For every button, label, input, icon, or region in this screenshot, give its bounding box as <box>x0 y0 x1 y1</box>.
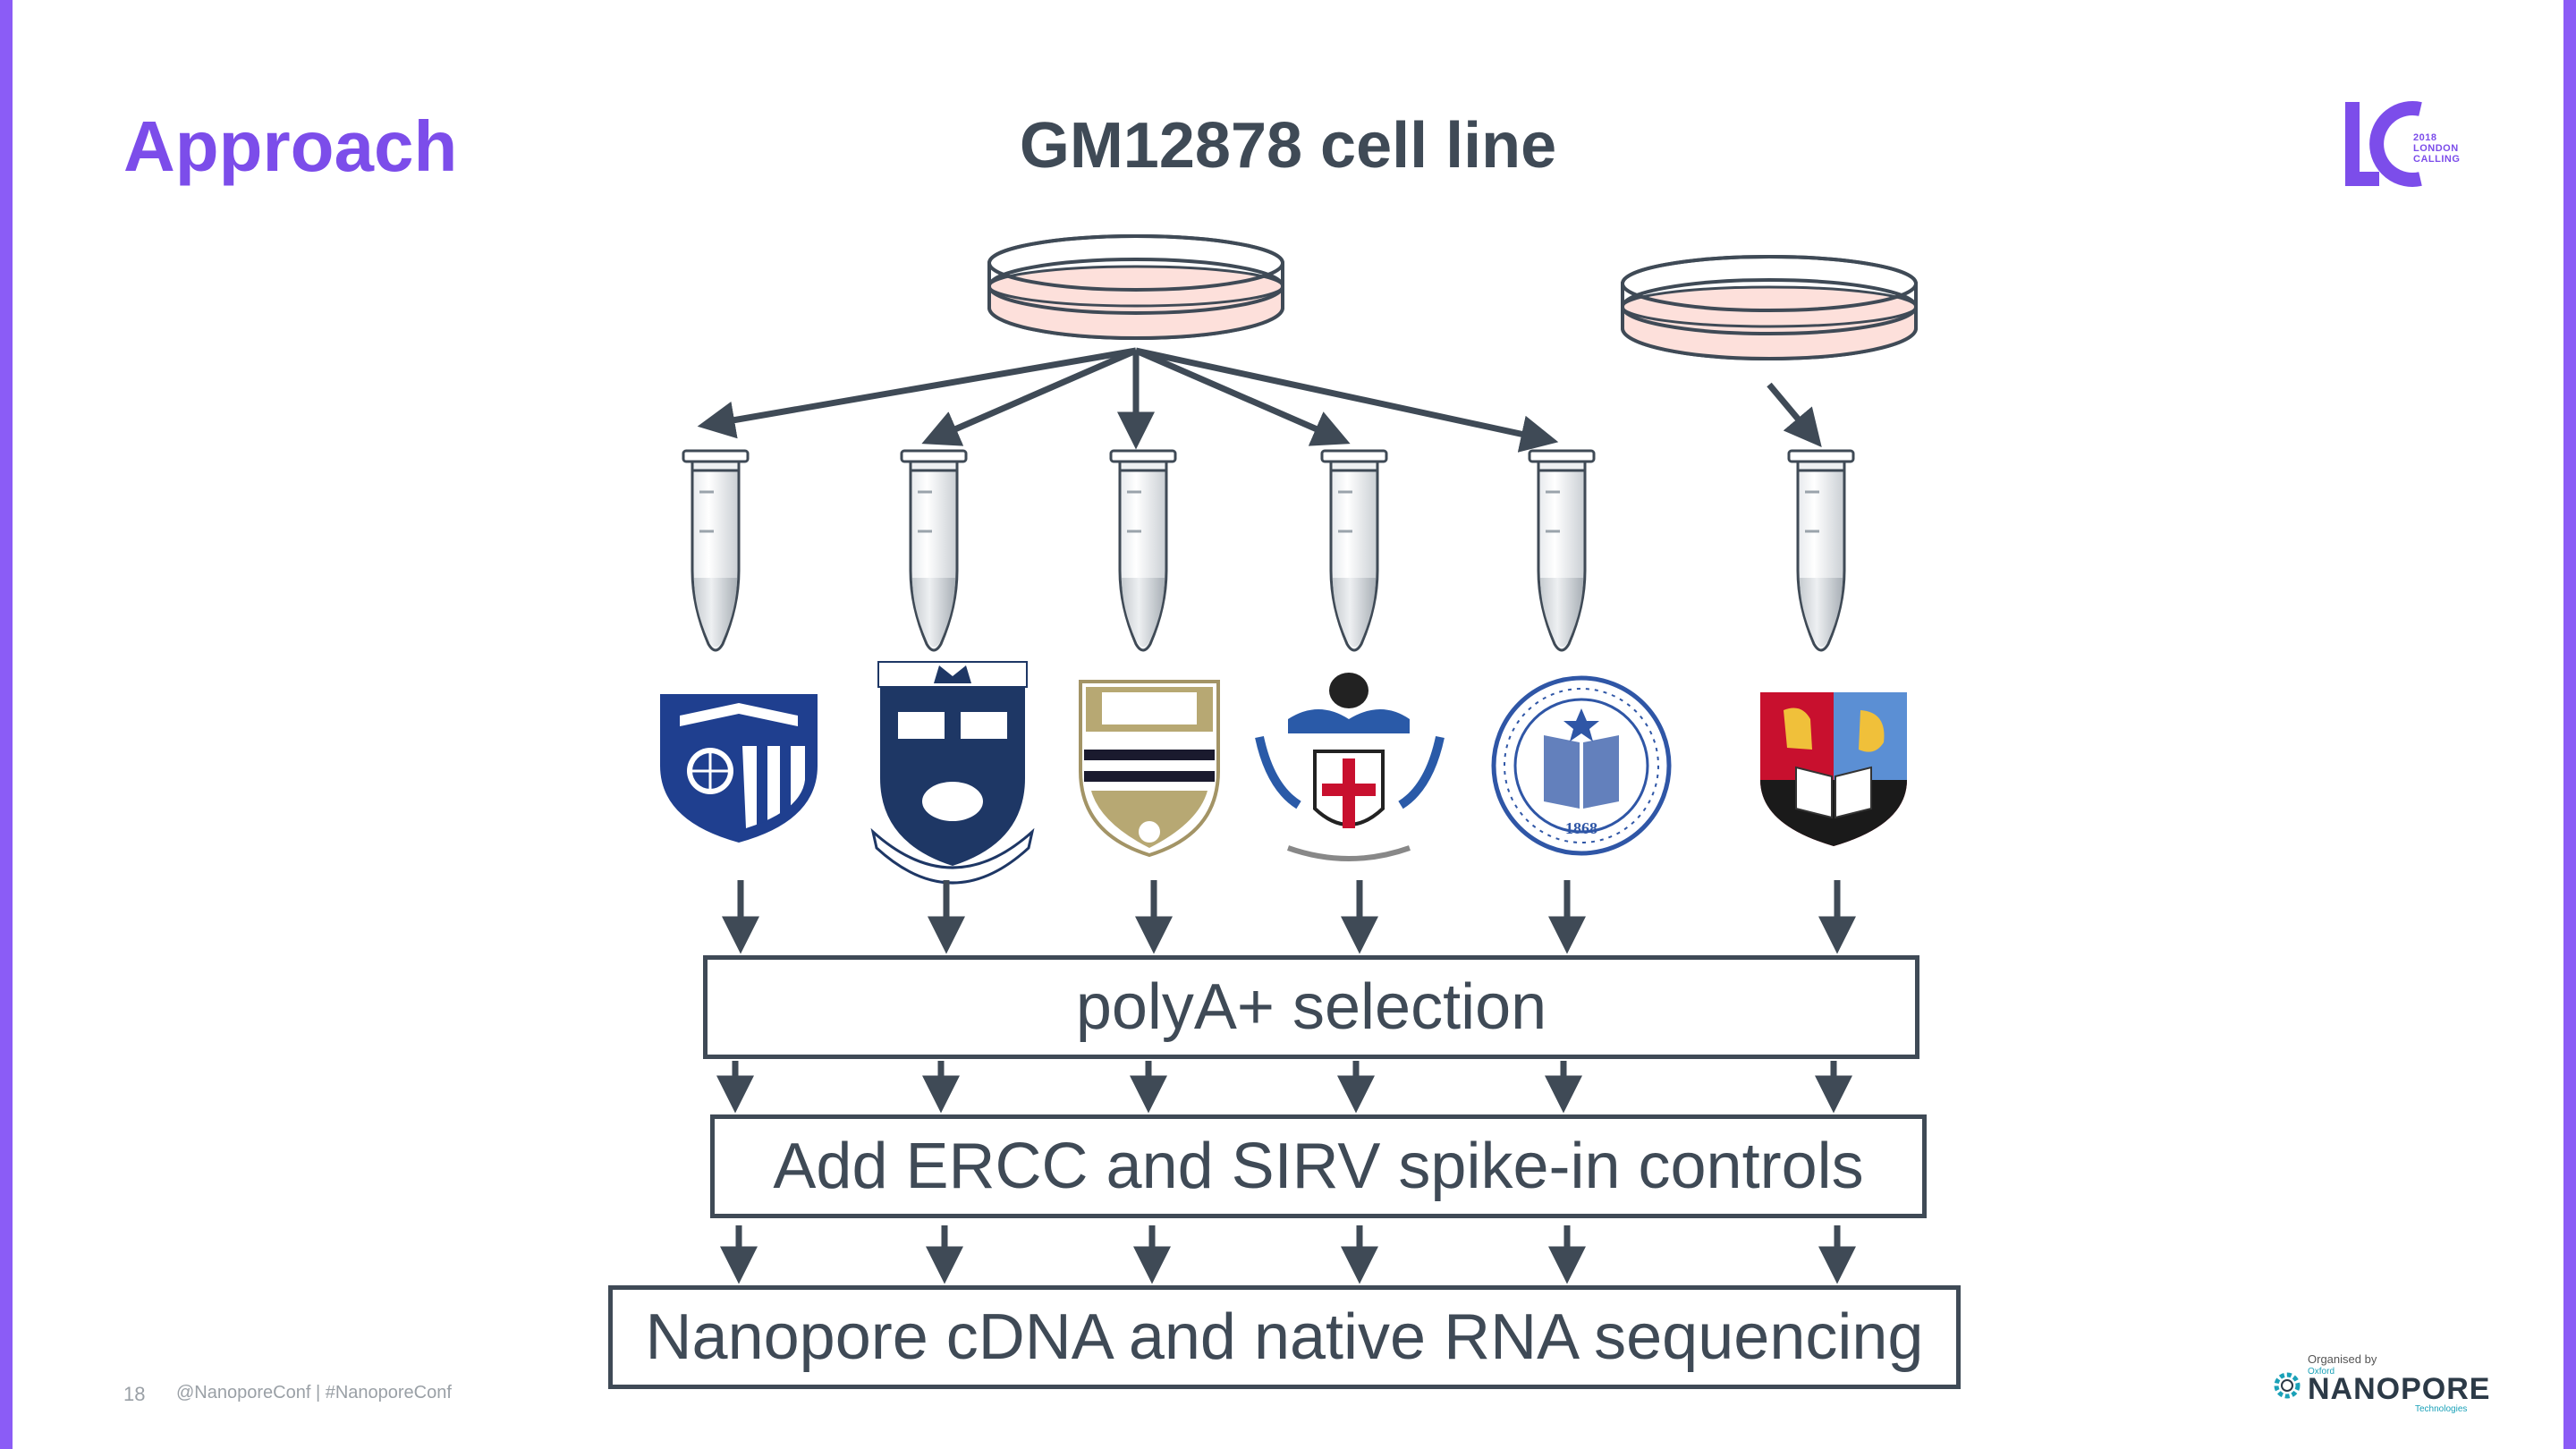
nanopore-gear-icon <box>2274 1372 2301 1399</box>
right-accent-bar <box>2563 0 2576 1449</box>
spike-in-controls-step: Add ERCC and SIRV spike-in controls <box>710 1114 1927 1218</box>
ubc-crest-icon <box>1079 680 1220 858</box>
sample-tube-1 <box>682 449 750 652</box>
lc-line2: CALLING <box>2413 154 2461 165</box>
spike-to-sequencing-arrows <box>720 1225 1856 1284</box>
sample-tube-3 <box>1109 449 1177 652</box>
nanopore-sequencing-label: Nanopore cDNA and native RNA sequencing <box>645 1301 1924 1373</box>
crest-to-polya-arrows <box>722 880 1856 954</box>
polya-to-spike-arrows <box>716 1061 1852 1114</box>
main-petri-dish <box>987 234 1284 340</box>
university-of-california-seal-icon: 1868 <box>1491 675 1672 856</box>
nanopore-sequencing-step: Nanopore cDNA and native RNA sequencing <box>608 1285 1961 1389</box>
birmingham-crest-icon <box>1760 692 1907 846</box>
sample-tube-5 <box>1528 449 1596 652</box>
polya-selection-label: polyA+ selection <box>1075 971 1547 1043</box>
slide-title: Approach <box>123 106 458 186</box>
lc-line1: LONDON <box>2413 143 2459 154</box>
nanopore-prefix: Oxford <box>2308 1367 2335 1377</box>
secondary-petri-dish <box>1621 255 1918 360</box>
lc-logo-icon <box>2345 101 2422 187</box>
university-of-toronto-crest-icon <box>870 661 1035 885</box>
spike-in-controls-label: Add ERCC and SIRV spike-in controls <box>773 1131 1864 1202</box>
uc-seal-year: 1868 <box>1565 819 1597 837</box>
lc-year: 2018 <box>2413 132 2437 143</box>
social-handle: @NanoporeConf | #NanoporeConf <box>176 1383 452 1402</box>
left-accent-bar <box>0 0 13 1449</box>
nanopore-suffix: Technologies <box>2415 1404 2468 1414</box>
johns-hopkins-crest-icon <box>660 694 818 843</box>
organised-by-label: Organised by <box>2308 1352 2377 1366</box>
bristol-crest-icon <box>1255 673 1445 861</box>
nanopore-wordmark: NANOPORE <box>2308 1372 2491 1406</box>
sample-tube-4 <box>1320 449 1388 652</box>
page-number: 18 <box>123 1383 146 1405</box>
cell-line-title: GM12878 cell line <box>1019 110 1557 182</box>
sample-tube-6 <box>1787 449 1855 652</box>
dish-to-tube-arrows <box>697 347 1822 453</box>
sample-tube-2 <box>900 449 968 652</box>
polya-selection-step: polyA+ selection <box>703 955 1919 1059</box>
